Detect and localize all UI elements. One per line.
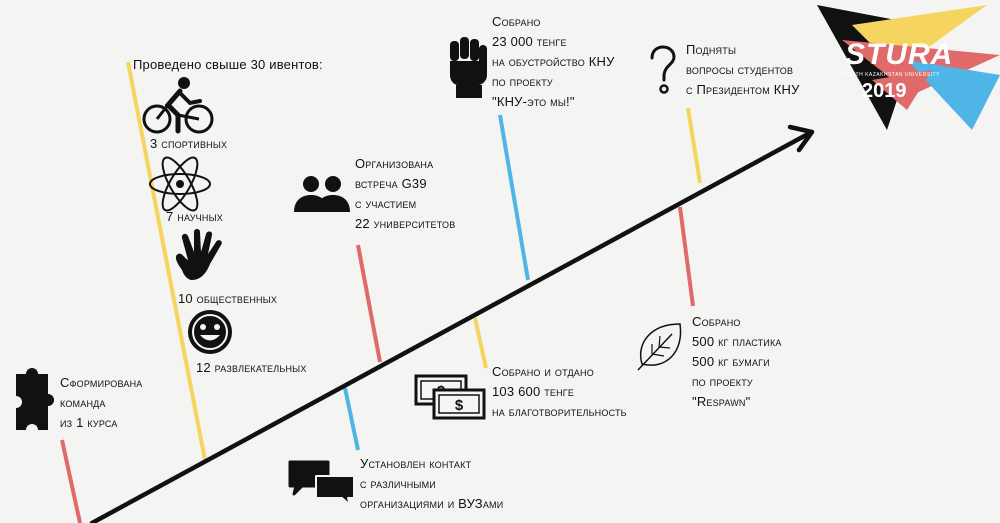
events-science-label: 7 научных (166, 209, 223, 224)
milestone-president: Подняты вопросы студентов с Президентом … (686, 42, 800, 97)
fist-icon (450, 37, 487, 98)
connector-contact (343, 387, 360, 451)
hand-icon (175, 229, 222, 280)
connector-team (60, 439, 82, 523)
question-icon (650, 45, 676, 94)
milestone-meeting: Организована встреча G39 с участием 22 у… (355, 156, 456, 231)
smiley-icon (188, 310, 232, 354)
leaf-icon (637, 323, 682, 371)
events-fun-label: 12 развлекательных (196, 360, 307, 375)
timeline-arrow (89, 131, 811, 523)
stura-logo (817, 5, 1000, 130)
milestone-contact: Установлен контакт с различными организа… (360, 456, 504, 511)
connector-fundraise (498, 114, 530, 281)
milestone-team: Сформирована команда из 1 курса (60, 375, 143, 430)
atom-icon (149, 156, 211, 212)
milestone-fundraise: Собрано 23 000 тенге на обустройство КНУ… (492, 14, 615, 109)
connector-president (686, 107, 702, 184)
connector-recycle (678, 206, 695, 307)
puzzle-icon (16, 368, 54, 430)
connector-charity (473, 317, 488, 369)
events-title: Проведено свыше 30 ивентов: (133, 57, 323, 72)
events-sport-label: 3 спортивных (150, 136, 228, 151)
logo-subtitle: NORTH KAZAKHSTAN UNIVERSITY (843, 72, 940, 78)
logo-wordmark: STURA (845, 38, 954, 71)
connector-events (126, 61, 207, 461)
chat-icon (288, 460, 355, 506)
events-social-label: 10 общественных (178, 291, 278, 306)
svg-text:$: $ (455, 397, 464, 414)
arrow-head (787, 124, 815, 153)
connector-meeting (356, 244, 382, 363)
milestone-recycle: Собрано 500 кг пластика 500 кг бумаги по… (692, 314, 782, 409)
group-icon (294, 176, 350, 212)
logo-year: 2019 (862, 80, 907, 102)
milestone-charity: Собрано и отдано 103 600 тенге на благот… (492, 364, 627, 419)
bicycle-icon (142, 77, 214, 134)
money-icon: $ $ (414, 374, 486, 420)
